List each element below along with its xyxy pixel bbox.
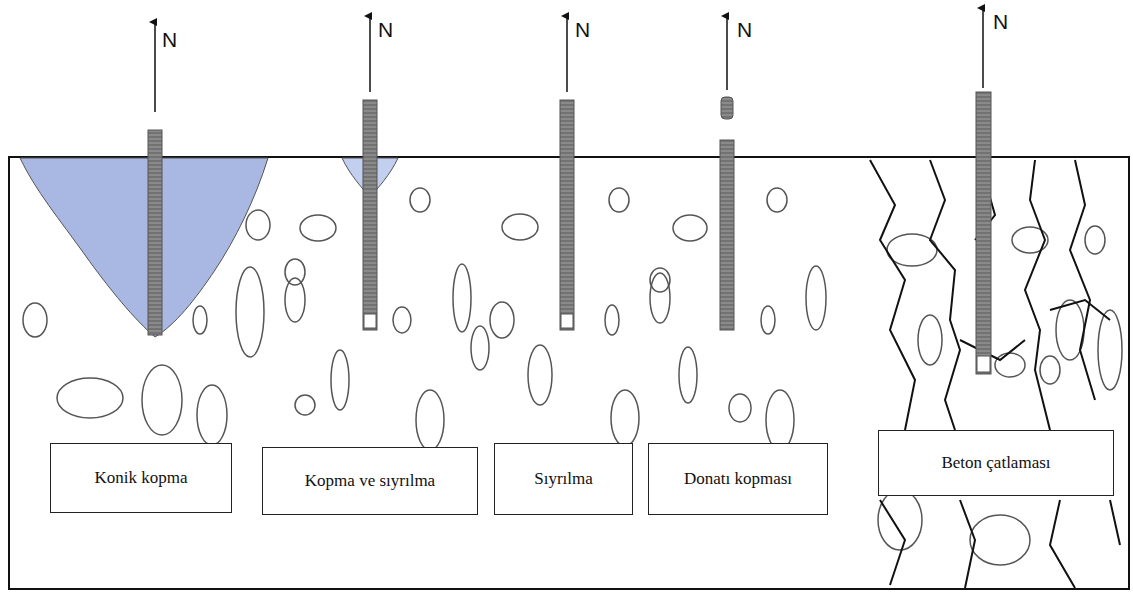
failure-mode-label: Beton çatlaması — [941, 453, 1050, 473]
failure-mode-label: Sıyrılma — [534, 469, 593, 489]
failure-mode-box: Konik kopma — [50, 443, 232, 513]
force-label: N — [993, 10, 1008, 34]
failure-mode-label: Konik kopma — [94, 468, 187, 488]
failure-mode-box: Sıyrılma — [494, 443, 633, 515]
force-label: N — [378, 18, 393, 42]
failure-mode-label: Kopma ve sıyrılma — [305, 471, 435, 491]
failure-mode-label: Donatı kopması — [684, 469, 792, 489]
failure-mode-box: Kopma ve sıyrılma — [262, 447, 478, 515]
failure-mode-box: Beton çatlaması — [878, 430, 1114, 496]
failure-mode-box: Donatı kopması — [648, 443, 828, 515]
force-label: N — [575, 18, 590, 42]
force-label: N — [737, 18, 752, 42]
force-label: N — [162, 28, 177, 52]
